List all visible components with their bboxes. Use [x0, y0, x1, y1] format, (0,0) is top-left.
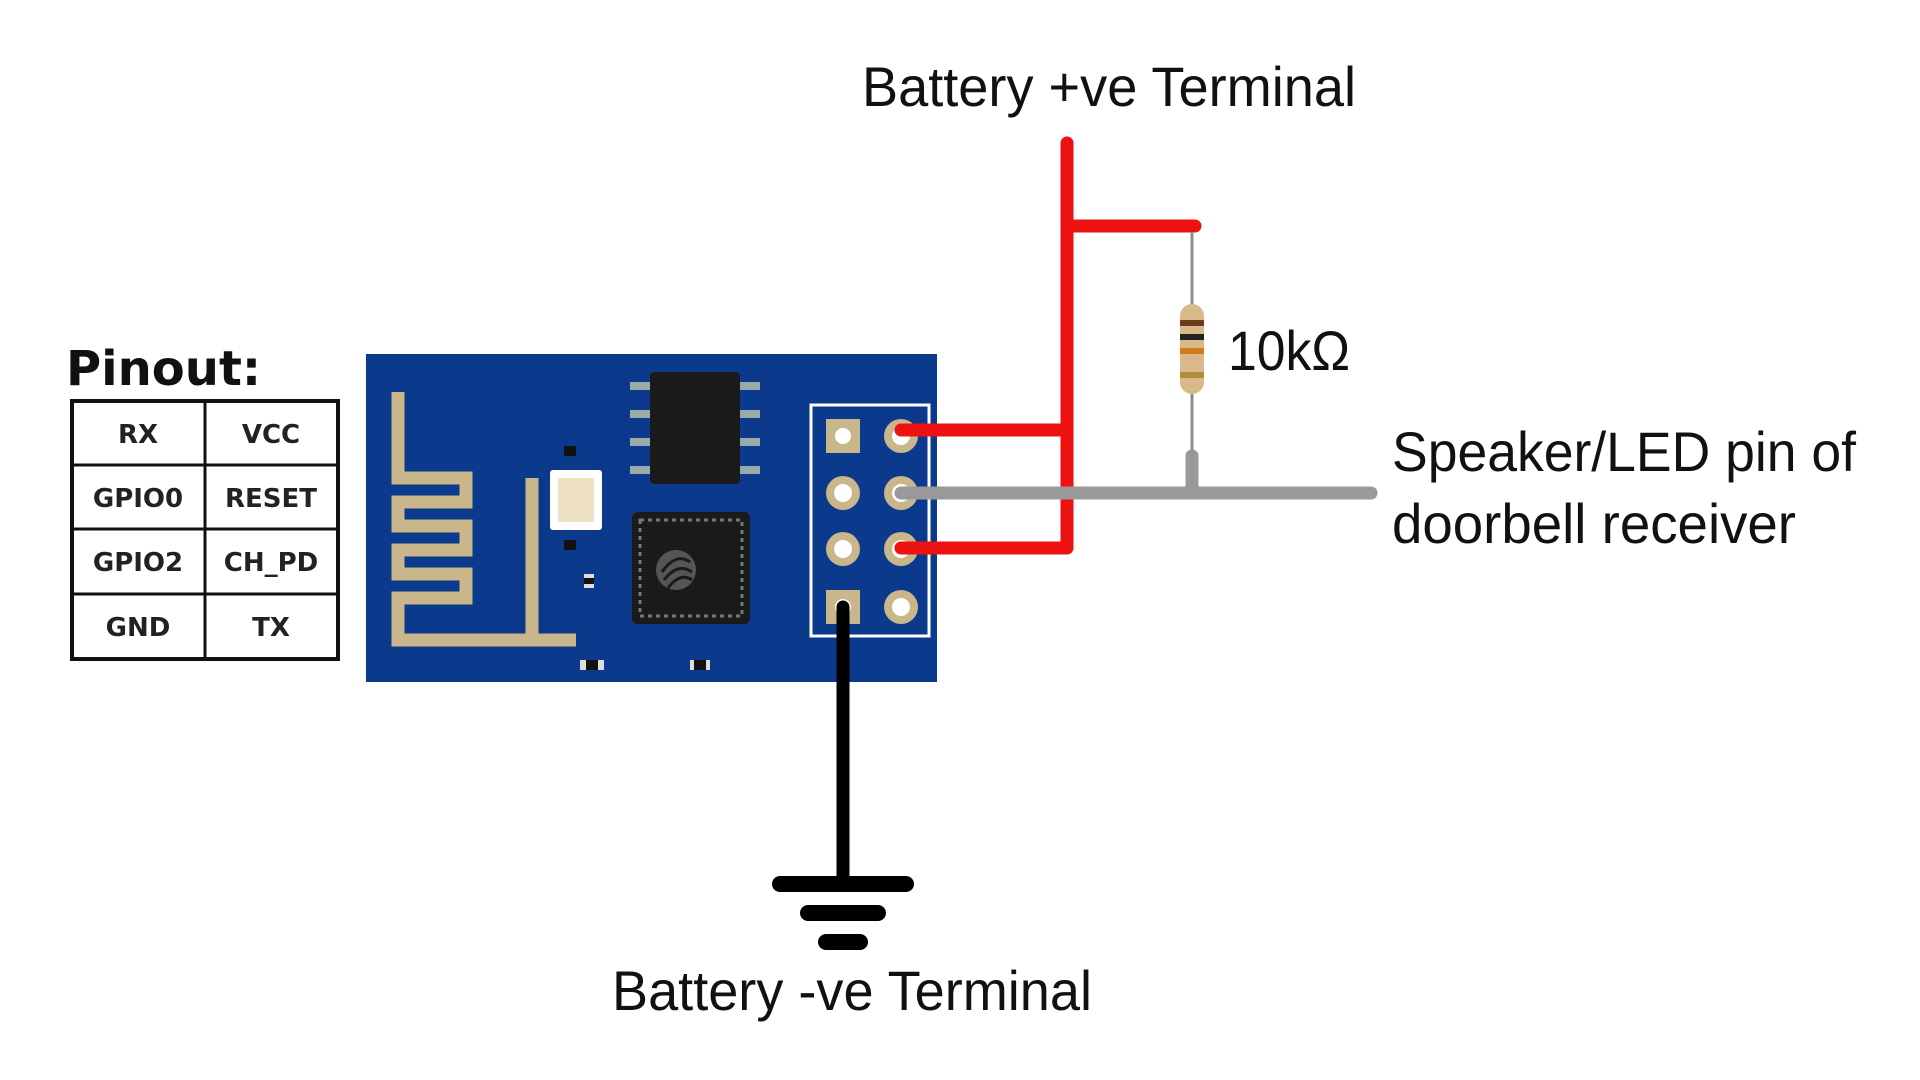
battery-positive-label: Battery +ve Terminal — [862, 55, 1356, 118]
pinout-cell-reset: RESET — [225, 484, 317, 514]
pinout-cell-gnd: GND — [106, 613, 171, 643]
pinout-cell-tx: TX — [252, 613, 290, 643]
pinout-table: RX VCC GPIO0 RESET GPIO2 CH_PD GND TX — [70, 399, 340, 661]
positive-wire — [894, 136, 1202, 555]
esp8266-chip-icon — [632, 512, 750, 624]
battery-negative-label: Battery -ve Terminal — [612, 959, 1092, 1022]
pinout-cell-ch-pd: CH_PD — [224, 548, 318, 578]
pinout-cell-gpio0: GPIO0 — [93, 484, 183, 514]
speaker-pin-label-line1: Speaker/LED pin of — [1392, 420, 1856, 483]
resistor-10k-icon — [1180, 232, 1204, 456]
antenna-trace-icon — [391, 392, 576, 647]
pinout-cell-rx: RX — [118, 420, 158, 450]
esp01-module — [366, 354, 937, 682]
pinout-cell-vcc: VCC — [242, 420, 300, 450]
pinout-title: Pinout: — [66, 341, 261, 397]
flash-chip-icon — [630, 372, 760, 484]
ground-symbol-icon — [772, 876, 914, 950]
resistor-value-label: 10kΩ — [1228, 319, 1350, 382]
signal-wire — [894, 449, 1378, 500]
speaker-pin-label-line2: doorbell receiver — [1392, 492, 1796, 555]
pinout-cell-gpio2: GPIO2 — [93, 548, 183, 578]
